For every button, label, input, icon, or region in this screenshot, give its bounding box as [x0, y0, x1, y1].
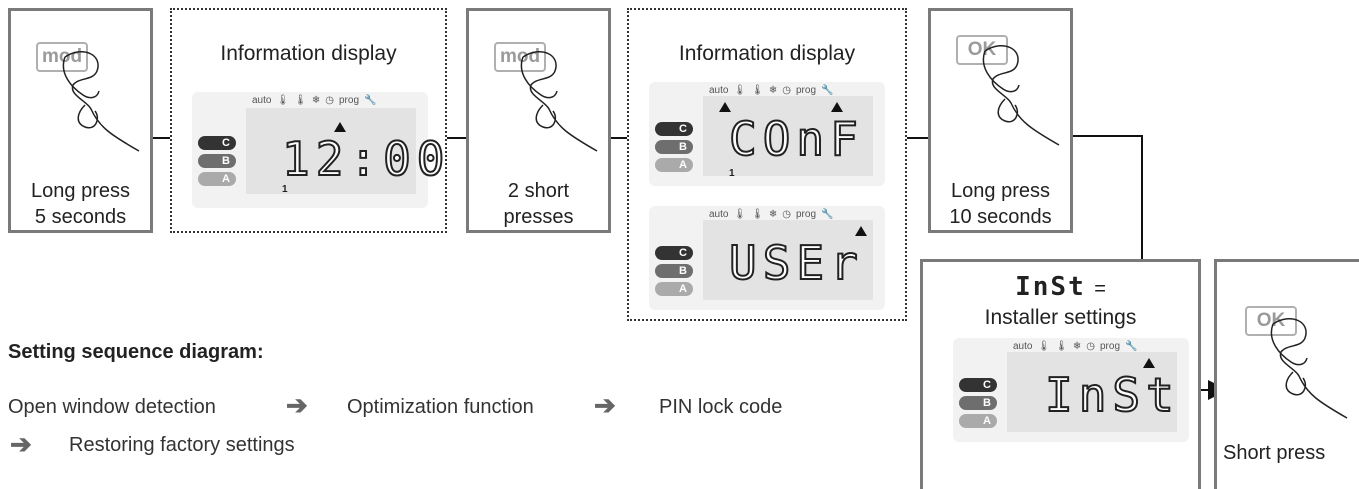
thermometer-icon: 🌡 [733, 85, 747, 96]
indicator-triangle [1143, 358, 1155, 368]
lcd-icons: auto 🌡 🌡 ❄ ◷ prog 🔧 [252, 95, 381, 106]
pill-c: C [655, 246, 693, 260]
arrow-5 [1060, 135, 1152, 296]
clock-icon: ◷ [782, 209, 791, 220]
pill-a: A [959, 414, 997, 428]
thermometer-icon: 🌡 [733, 209, 747, 220]
sequence-item-4: Restoring factory settings [69, 434, 295, 456]
prog-icon: prog [339, 95, 360, 106]
snowflake-icon: ❄ [768, 85, 778, 96]
mod-button[interactable]: mod [494, 42, 546, 72]
lcd-icons: auto 🌡 🌡 ❄ ◷ prog 🔧 [709, 85, 838, 96]
pill-c: C [198, 136, 236, 150]
lcd-icons: auto 🌡 🌡 ❄ ◷ prog 🔧 [709, 209, 838, 220]
pill-b: B [959, 396, 997, 410]
wrench-icon: 🔧 [364, 95, 377, 106]
thermometer-icon: 🌡 [276, 95, 290, 106]
clock-icon: ◷ [782, 85, 791, 96]
indicator-triangle [855, 226, 867, 236]
thermometer-low-icon: 🌡 [1055, 341, 1068, 352]
snowflake-icon: ❄ [768, 209, 778, 220]
lcd-icons: auto 🌡 🌡 ❄ ◷ prog 🔧 [1013, 341, 1142, 352]
lcd-display-conf: auto 🌡 🌡 ❄ ◷ prog 🔧 C B A COnF 1 [649, 82, 885, 186]
lcd-small-digit: 1 [729, 168, 735, 179]
wrench-icon: 🔧 [821, 85, 834, 96]
step5-caption-line1: Long press [951, 180, 1050, 202]
lcd-small-digit: 1 [282, 184, 288, 195]
step3-caption-line1: 2 short [507, 180, 570, 202]
auto-icon: auto [709, 209, 729, 220]
wrench-icon: 🔧 [1125, 341, 1138, 352]
sequence-heading: Setting sequence diagram: [8, 341, 264, 363]
step-installer-settings: InSt = Installer settings auto 🌡 🌡 ❄ ◷ prog 🔧 … [920, 259, 1201, 489]
pill-c: C [959, 378, 997, 392]
auto-icon: auto [252, 95, 272, 106]
pill-a: A [198, 172, 236, 186]
lcd-display-user: auto 🌡 🌡 ❄ ◷ prog 🔧 C B A USEr [649, 206, 885, 310]
pill-b: B [655, 140, 693, 154]
auto-icon: auto [1013, 341, 1033, 352]
step-information-display: Information display auto🌡🌡❄◷prog🔧 C B A … [170, 8, 447, 233]
auto-icon: auto [709, 85, 729, 96]
indicator-triangle [334, 122, 346, 132]
step-long-press-ok: OK Long press 10 seconds [928, 8, 1073, 233]
snowflake-icon: ❄ [311, 95, 321, 106]
lcd-display-inst: auto 🌡 🌡 ❄ ◷ prog 🔧 C B A InSt [953, 338, 1189, 442]
pill-b: B [198, 154, 236, 168]
step6-title-row: InSt = [923, 272, 1198, 302]
step-long-press-mod: mod Long press 5 seconds [8, 8, 153, 233]
step6-title-code: InSt [1015, 272, 1086, 302]
hand-icon [982, 45, 1060, 146]
step-two-short-presses: mod 2 short presses [466, 8, 611, 233]
ok-button[interactable]: OK [956, 35, 1008, 65]
arrow-right-icon: ➔ [286, 390, 308, 420]
step3-caption-line2: presses [503, 206, 574, 228]
thermometer-low-icon: 🌡 [751, 209, 764, 220]
step1-caption-line2: 5 seconds [34, 206, 127, 228]
wrench-icon: 🔧 [821, 209, 834, 220]
prog-icon: prog [1100, 341, 1121, 352]
thermometer-low-icon: 🌡 [751, 85, 764, 96]
clock-icon: ◷ [1086, 341, 1095, 352]
thermometer-icon: 🌡 [1037, 341, 1051, 352]
ok-button[interactable]: OK [1245, 306, 1297, 336]
sequence-item-2: Optimization function [347, 396, 534, 418]
snowflake-icon: ❄ [1072, 341, 1082, 352]
step2-title: Information display [220, 42, 397, 65]
clock-icon: ◷ [325, 95, 334, 106]
step6-subtitle: Installer settings [984, 306, 1137, 329]
step1-caption-line1: Long press [31, 180, 130, 202]
pill-a: A [655, 282, 693, 296]
prog-icon: prog [796, 209, 817, 220]
arrow-right-icon: ➔ [10, 429, 32, 459]
hand-icon [62, 51, 140, 152]
thermometer-low-icon: 🌡 [294, 95, 307, 106]
arrow-right-icon: ➔ [594, 390, 616, 420]
lcd-display: auto🌡🌡❄◷prog🔧 C B A 12:00 1 [192, 92, 445, 208]
pill-a: A [655, 158, 693, 172]
indicator-triangle [831, 102, 843, 112]
step7-caption: Short press [1223, 442, 1326, 464]
hand-icon [520, 51, 598, 152]
step-information-display-conf: Information display auto 🌡 🌡 ❄ ◷ prog 🔧 C B A … [627, 8, 907, 321]
hand-icon [1270, 318, 1348, 419]
segment-display-conf: COnF [728, 111, 864, 167]
sequence-item-3: PIN lock code [659, 396, 783, 418]
pill-b: B [655, 264, 693, 278]
segment-display-time: 12:00 [281, 131, 451, 187]
segment-display-inst: InSt [1044, 367, 1180, 423]
pill-c: C [655, 122, 693, 136]
step5-caption-line2: 10 seconds [949, 206, 1052, 228]
segment-display-user: USEr [728, 235, 864, 291]
sequence-item-1: Open window detection [8, 396, 216, 418]
prog-icon: prog [796, 85, 817, 96]
mod-button[interactable]: mod [36, 42, 88, 72]
step-short-press-ok: OK Short press [1214, 259, 1359, 489]
indicator-triangle [719, 102, 731, 112]
step4-title: Information display [678, 42, 856, 65]
step6-title-equals: = [1094, 278, 1106, 300]
